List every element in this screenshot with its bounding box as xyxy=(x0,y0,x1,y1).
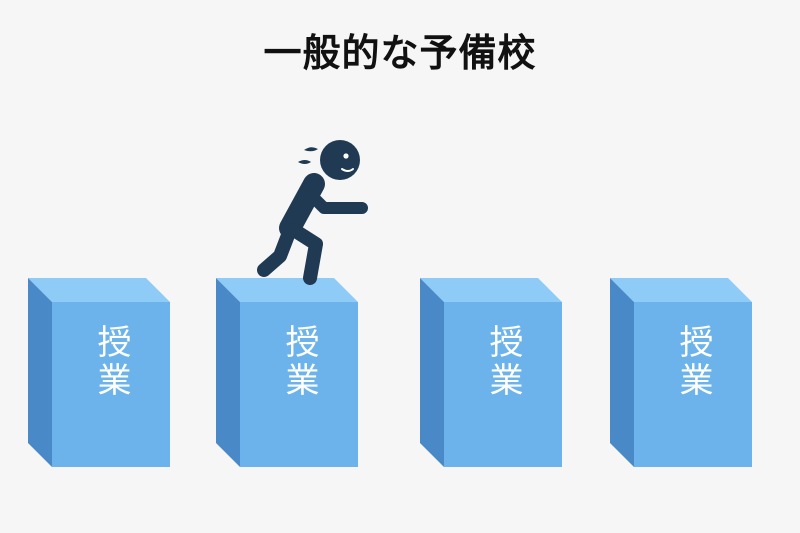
block-label: 授業 xyxy=(483,324,523,400)
stumbling-person-icon xyxy=(257,140,368,285)
block-label: 授業 xyxy=(279,324,319,400)
block-shape xyxy=(610,278,752,467)
lesson-block-2: 授業 xyxy=(216,278,358,467)
lesson-block-1: 授業 xyxy=(28,278,170,467)
lesson-block-3: 授業 xyxy=(420,278,562,467)
diagram-title: 一般的な予備校 xyxy=(263,31,537,75)
block-label: 授業 xyxy=(673,324,713,400)
block-shape xyxy=(216,278,358,467)
block-shape xyxy=(420,278,562,467)
block-label: 授業 xyxy=(91,324,131,400)
block-shape xyxy=(28,278,170,467)
lesson-block-4: 授業 xyxy=(610,278,752,467)
